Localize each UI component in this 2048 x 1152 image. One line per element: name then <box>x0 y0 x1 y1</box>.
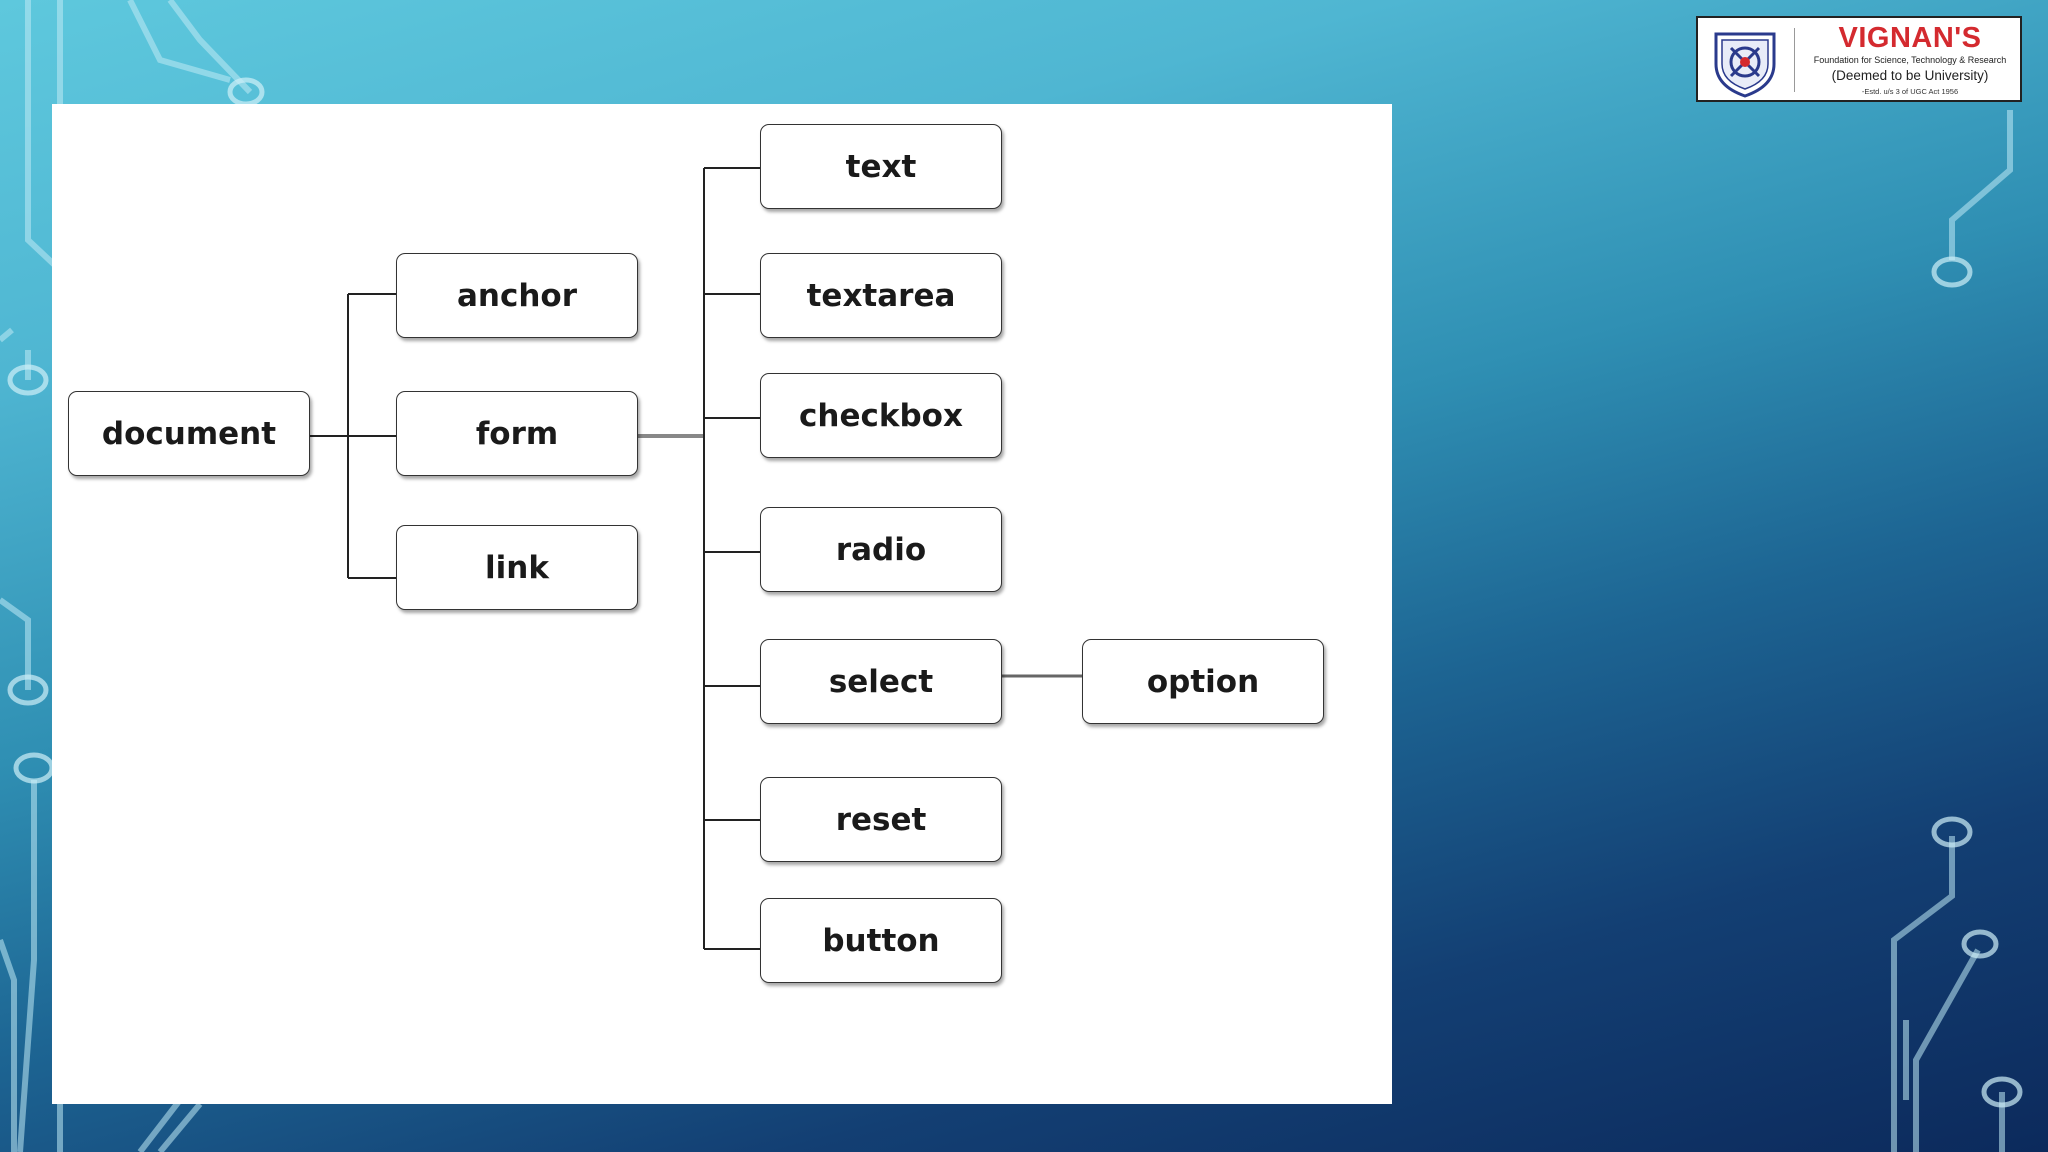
node-link: link <box>396 525 638 610</box>
node-document: document <box>68 391 310 476</box>
logo-deemed-text: (Deemed to be University) <box>1831 68 1989 83</box>
node-checkbox: checkbox <box>760 373 1002 458</box>
node-button: button <box>760 898 1002 983</box>
node-textarea: textarea <box>760 253 1002 338</box>
logo-foundation-text: Foundation for Science, Technology & Res… <box>1813 55 2007 65</box>
university-logo: VIGNAN'S Foundation for Science, Technol… <box>1696 16 2022 102</box>
logo-established-text: -Estd. u/s 3 of UGC Act 1956 <box>1861 87 1959 96</box>
node-radio: radio <box>760 507 1002 592</box>
node-option: option <box>1082 639 1324 724</box>
logo-divider <box>1794 28 1795 92</box>
logo-university-name: VIGNAN'S <box>1838 22 1982 54</box>
node-anchor: anchor <box>396 253 638 338</box>
node-form: form <box>396 391 638 476</box>
diagram-panel: document anchor form link text textarea … <box>52 104 1392 1104</box>
node-reset: reset <box>760 777 1002 862</box>
node-select: select <box>760 639 1002 724</box>
university-emblem-icon <box>1714 32 1776 98</box>
tree-connectors <box>310 167 1082 950</box>
node-text: text <box>760 124 1002 209</box>
